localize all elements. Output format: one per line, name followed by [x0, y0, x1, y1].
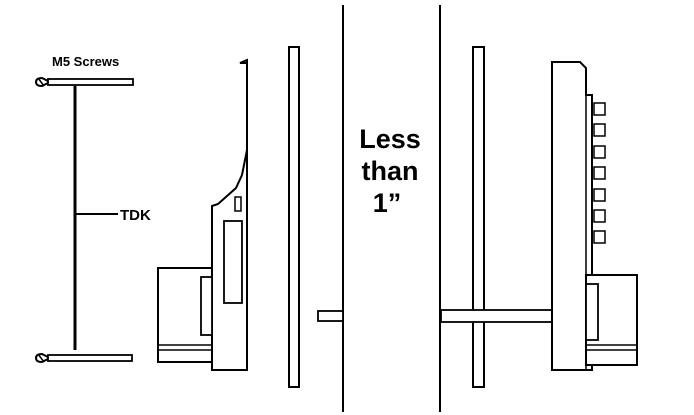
inside-lock-body	[157, 58, 248, 371]
door: Less than 1”	[317, 5, 441, 412]
outside-housing-outline	[551, 61, 593, 371]
door-thickness-label-line1: Less	[359, 124, 421, 154]
top-screw	[34, 76, 134, 88]
screw-assembly: M5 Screws TDK	[34, 54, 151, 364]
screw-label: M5 Screws	[52, 54, 119, 69]
bottom-screw-shaft	[47, 354, 133, 362]
keypad-button	[593, 102, 606, 116]
door-thickness-label-line3: 1”	[373, 188, 402, 218]
keypad-button	[593, 230, 606, 244]
outside-mounting-plate	[472, 46, 485, 388]
inside-mounting-plate	[288, 46, 300, 388]
outside-lock-body	[551, 61, 638, 371]
bottom-screw-head	[34, 352, 49, 364]
keypad-button	[593, 145, 606, 159]
keypad-buttons	[593, 102, 606, 244]
inside-window	[223, 220, 243, 304]
bottom-screw	[34, 352, 133, 364]
inside-housing-outline	[211, 58, 248, 371]
outside-block-tab	[585, 283, 599, 341]
keypad-button	[593, 188, 606, 202]
inside-block-tab	[200, 276, 213, 336]
keypad-button	[593, 123, 606, 137]
top-screw-shaft	[47, 78, 134, 86]
door-thickness-label-line2: than	[362, 156, 419, 186]
top-screw-head	[34, 76, 49, 88]
inside-slot	[234, 196, 242, 212]
keypad-button	[593, 166, 606, 180]
keypad-button	[593, 209, 606, 223]
tdk-label: TDK	[120, 207, 151, 224]
spindle-stub	[317, 310, 344, 322]
